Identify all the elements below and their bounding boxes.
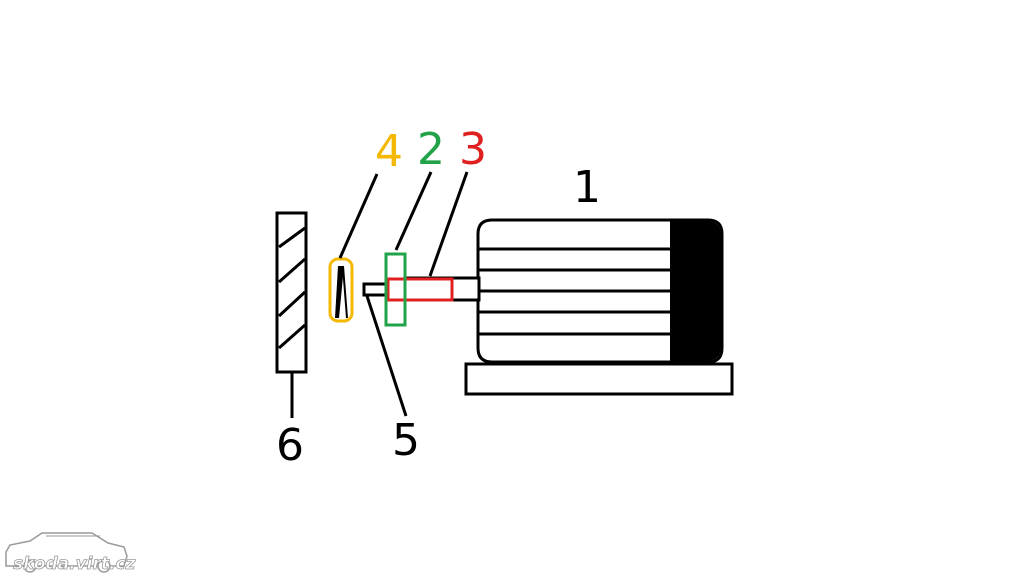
- hatch-line: [278, 257, 306, 284]
- wall-plate-hatching: [277, 226, 307, 350]
- motor-end-cap: [670, 221, 721, 361]
- callout-label-5: 5: [392, 415, 420, 466]
- spring-washer: [328, 257, 354, 323]
- car-wheel-icon: [97, 559, 111, 573]
- leader-line-5: [365, 295, 408, 417]
- electric-motor: [362, 218, 734, 396]
- highlight-part-3: [386, 277, 454, 302]
- spring-washer-shape: [335, 266, 344, 318]
- hatch-line: [278, 226, 306, 249]
- callout-label-6: 6: [276, 420, 304, 471]
- hatch-line: [278, 323, 306, 350]
- highlight-part-4: [328, 257, 354, 323]
- hatch-line: [277, 290, 307, 318]
- shaft-tip: [362, 282, 390, 297]
- leader-lines: [290, 171, 469, 418]
- leader-line-3: [428, 171, 469, 277]
- callout-label-1: 1: [573, 162, 601, 213]
- car-wheel-icon: [23, 559, 37, 573]
- leader-line-2: [394, 171, 433, 251]
- car-silhouette-icon: [5, 532, 128, 567]
- motor-base-plate: [464, 362, 734, 396]
- highlight-part-2: [384, 252, 407, 327]
- callout-label-3: 3: [459, 124, 487, 175]
- motor-shaft: [403, 276, 481, 302]
- wall-plate: [275, 211, 308, 374]
- motor-cooling-fins: [479, 247, 670, 336]
- watermark-logo: skoda.virt.cz: [5, 532, 136, 574]
- watermark-text: skoda.virt.cz: [13, 554, 136, 574]
- callout-label-4: 4: [375, 126, 403, 177]
- spring-washer-line: [342, 265, 348, 319]
- callout-label-2: 2: [417, 124, 445, 175]
- leader-line-4: [338, 173, 379, 259]
